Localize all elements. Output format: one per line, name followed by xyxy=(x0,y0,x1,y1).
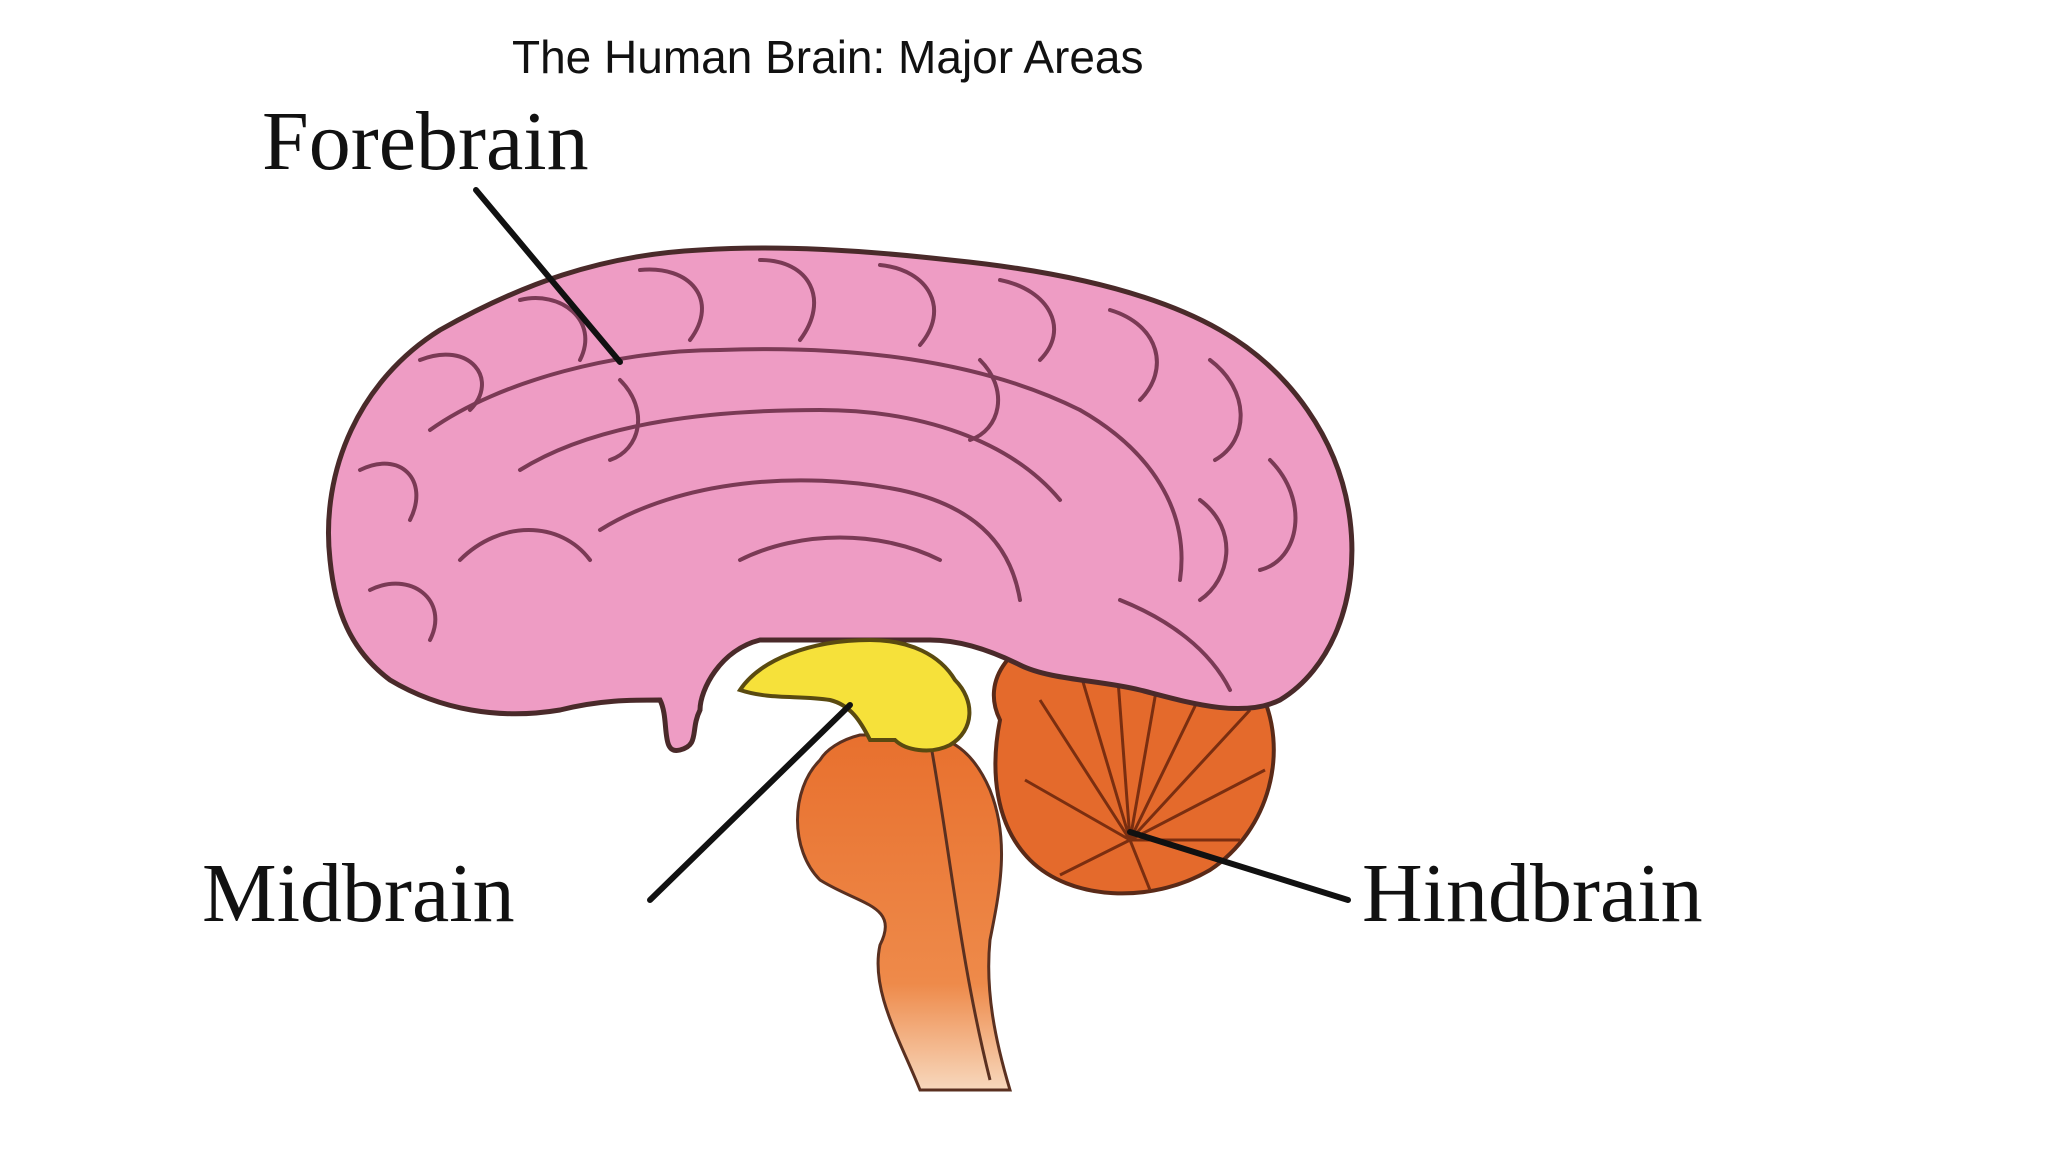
brainstem-line xyxy=(928,739,992,1081)
midbrain-label: Midbrain xyxy=(202,847,515,940)
midbrain-leader-line xyxy=(647,702,853,903)
hindbrain-label: Hindbrain xyxy=(1362,847,1703,940)
hindbrain-leader-line xyxy=(1127,829,1351,903)
diagram-title: The Human Brain: Major Areas xyxy=(512,31,1144,83)
brainstem-shape xyxy=(796,733,1013,1092)
midbrain-shape xyxy=(736,637,972,753)
forebrain-leader-line xyxy=(473,187,623,365)
forebrain-label: Forebrain xyxy=(262,95,589,188)
forebrain-shape xyxy=(326,245,1355,753)
